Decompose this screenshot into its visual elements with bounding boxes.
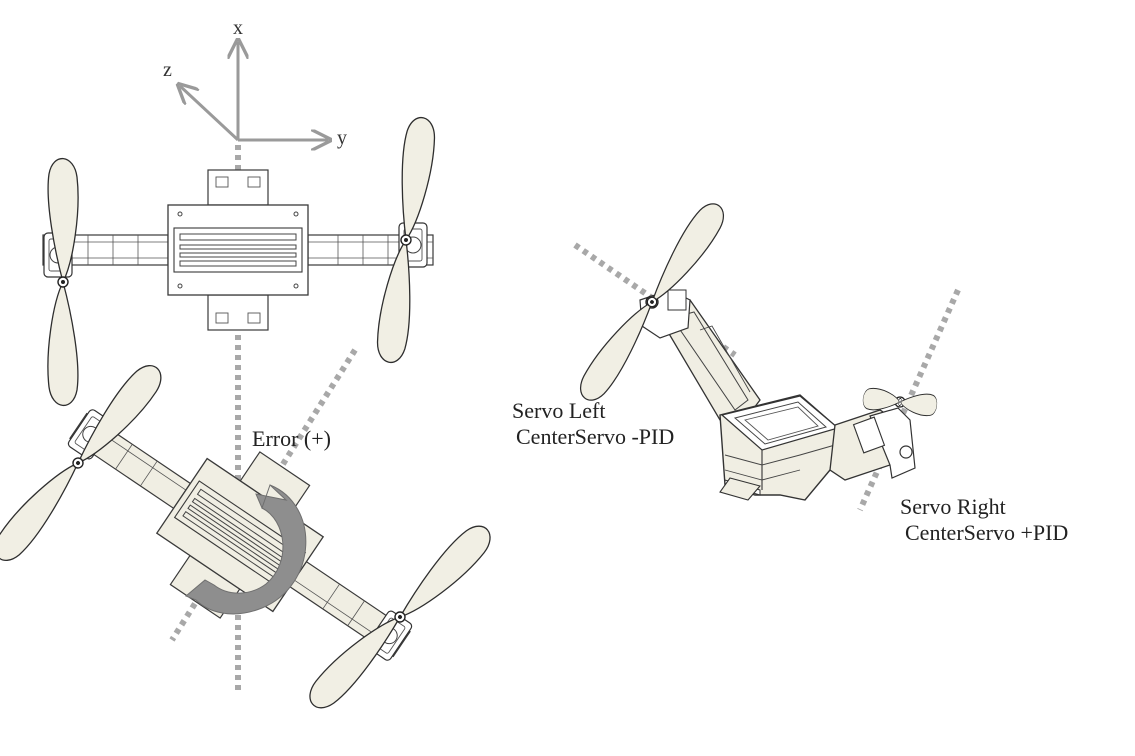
servo-left-label-line1: Servo Left [512, 398, 606, 423]
y-axis-label: y [337, 127, 347, 149]
error-label: Error (+) [252, 426, 331, 451]
quadcopter-isometric-view [639, 289, 916, 501]
z-axis-label: z [163, 59, 172, 81]
yaw-error-arrow [185, 484, 307, 615]
coordinate-axes [180, 42, 328, 140]
left-propeller [47, 157, 79, 407]
rotated-right-propeller [301, 518, 499, 716]
servo-right-label-line1: Servo Right [900, 494, 1006, 519]
servo-right-label-line2: CenterServo +PID [905, 520, 1069, 545]
x-axis-label: x [233, 17, 243, 39]
z-axis-arrow [180, 86, 240, 142]
servo-left-label-line2: CenterServo -PID [516, 424, 675, 449]
